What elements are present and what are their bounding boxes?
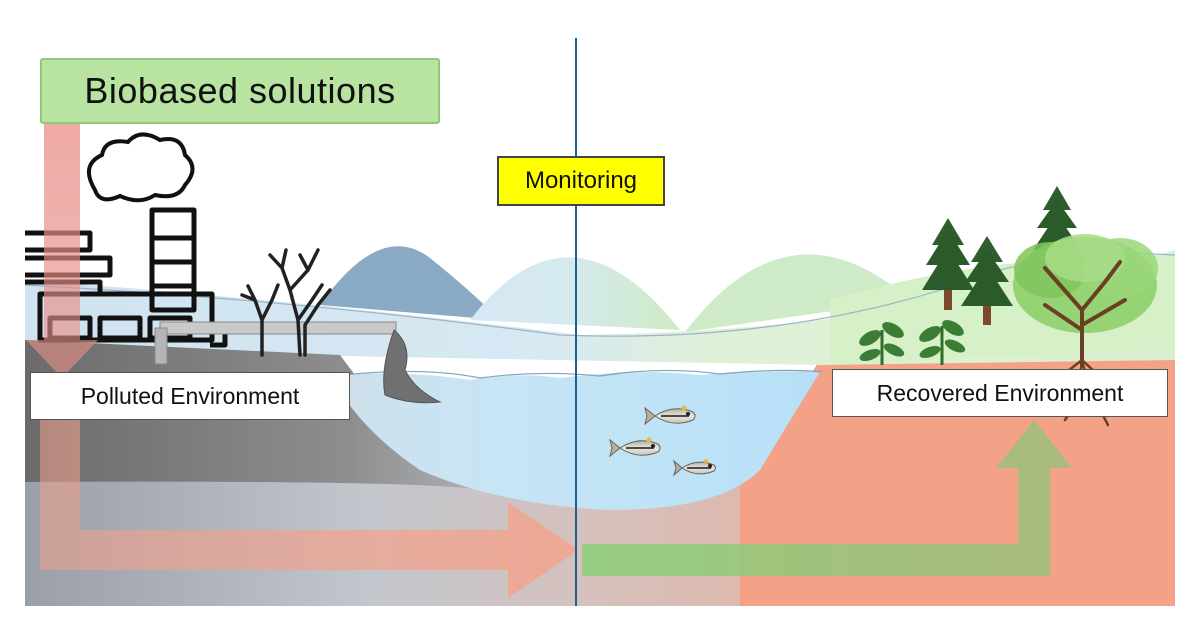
smoke-cloud-icon (86, 132, 195, 203)
blue-hill (320, 246, 500, 320)
seedling-icon (859, 320, 966, 365)
monitoring-label: Monitoring (497, 156, 665, 206)
leafy-tree-icon (1013, 234, 1158, 427)
dead-tree-icon (240, 248, 332, 357)
lake-surface-line (334, 369, 823, 379)
polluted-environment-label: Polluted Environment (30, 372, 350, 420)
pipe-icon (154, 321, 442, 404)
pollution-path-arrow (40, 418, 578, 598)
pine-tree-icon (922, 186, 1081, 325)
recovered-environment-label: Recovered Environment (832, 369, 1168, 417)
fish-icon (609, 405, 716, 477)
biobased-down-arrow (26, 120, 98, 378)
green-hill (685, 254, 910, 332)
biobased-solutions-label: Biobased solutions (40, 58, 440, 124)
recovery-path-arrow (582, 420, 1072, 576)
